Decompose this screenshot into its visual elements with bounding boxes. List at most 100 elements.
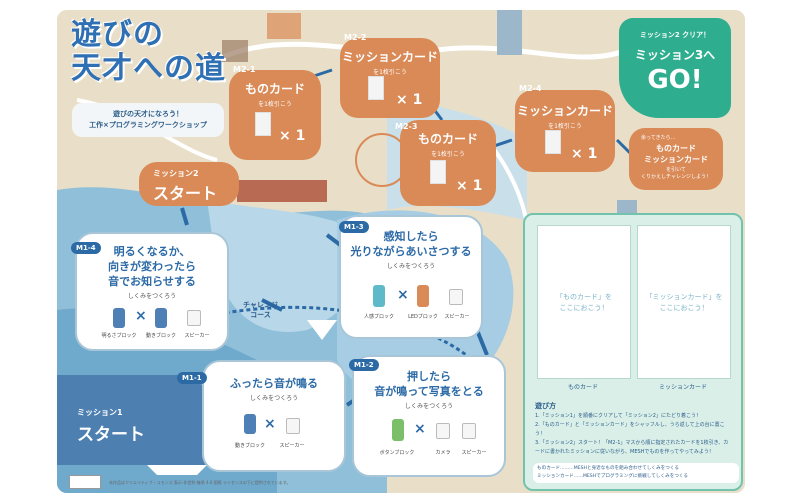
challenge-line-2: コース <box>250 311 271 319</box>
speaker-icon <box>462 423 476 439</box>
challenge-line-1: チャレンジ <box>243 301 278 309</box>
title-line-1: 遊びの <box>71 17 164 52</box>
board-title: 遊びの 天才への道 <box>71 18 226 86</box>
m1-2-block-label: スピーカー <box>461 450 487 456</box>
howto-step: 2.「ものカード」と「ミッションカード」をシャッフルし、うら返して上の台に置こう… <box>535 422 725 437</box>
m1-2-block-label: ボタンブロック <box>379 450 415 456</box>
ship-icon <box>307 320 337 340</box>
m2-1-sub: を1枚引こう <box>258 101 292 108</box>
m2-5-title-1: ものカード <box>656 144 696 153</box>
m2-5-sub-2: くりかえしチャレンジしよう！ <box>641 174 711 180</box>
m2-3-sub: を1枚引こう <box>431 151 465 158</box>
m1-3-title-1: 感知したら <box>383 230 439 243</box>
mission2-start-sub: ミッション2 <box>153 169 199 178</box>
mission-m2-3: ものカード を1枚引こう × 1 <box>400 120 496 206</box>
m1-4-title-1: 明るくなるか、 <box>113 245 191 258</box>
m1-1-tag: M1-1 <box>177 372 207 384</box>
cross-icon: × <box>397 287 409 303</box>
m1-4-tag: M1-4 <box>71 242 101 254</box>
mission-m1-2: 押したら 音が鳴って写真をとる しくみをつくろう × ボタンブロック カメラ ス… <box>352 355 506 477</box>
challenge-course-label: チャレンジ コース <box>243 300 278 320</box>
title-line-2: 天才への道 <box>71 51 226 86</box>
led-block-icon <box>417 285 429 307</box>
m1-2-tag: M1-2 <box>349 359 379 371</box>
card-slot <box>545 130 561 154</box>
mission-m1-4: 明るくなるか、 向きが変わったら 音でお知らせする しくみをつくろう × 明るさ… <box>75 232 229 351</box>
mono-card-label: ものカード <box>567 384 598 391</box>
mono-slot-line-1: 「ものカード」を <box>556 293 612 301</box>
mission3-go-panel: ミッション2 クリア！ ミッション3へ GO! <box>619 18 731 118</box>
mission-card-label: ミッションカード <box>658 384 707 391</box>
speaker-icon <box>187 310 201 326</box>
m1-1-block-label: 動きブロック <box>234 443 265 449</box>
m2-1-count: × 1 <box>279 128 306 144</box>
arrow-icon <box>180 207 189 226</box>
m2-1-title: ものカード <box>244 82 305 96</box>
card-legend: ものカード………MESHと身近なものを組み合わせてしくみをつくる ミッションカー… <box>533 463 739 483</box>
m2-5-pre: 余ってきたら… <box>641 135 676 141</box>
mission-m2-5: 余ってきたら… ものカード ミッションカード を引いて くりかえしチャレンジしよ… <box>629 128 723 190</box>
mission2-start: ミッション2 スタート <box>139 162 239 206</box>
legend-mono: ものカード………MESHと身近なものを組み合わせてしくみをつくる <box>537 466 679 471</box>
mission-slot-line-2: ここにおこう！ <box>659 304 709 312</box>
m2-2-title: ミッションカード <box>341 50 438 64</box>
button-block-icon <box>392 419 404 441</box>
mission3-go: GO! <box>647 65 703 95</box>
m1-4-block-label: スピーカー <box>184 333 210 339</box>
m1-2-title-2: 音が鳴って写真をとる <box>374 385 484 398</box>
mission3-title: ミッション3へ <box>634 48 716 62</box>
howto-step: 3.「ミッション2」スタート！「M2-1」マスから順に指定されたカードを1枚引き… <box>535 440 729 455</box>
m2-3-title: ものカード <box>417 132 478 146</box>
cross-icon: × <box>414 421 426 437</box>
m1-3-title-2: 光りながらあいさつする <box>350 245 472 258</box>
motion-block-icon <box>155 308 167 328</box>
brightness-block-icon <box>113 308 125 328</box>
card-placement-panel: 「ものカード」を ここにおこう！ 「ミッションカード」を ここにおこう！ ものカ… <box>523 213 743 491</box>
legend-mission: ミッションカード……MESHでプログラミングに挑戦してしくみをつくる <box>537 474 689 479</box>
arrow-icon <box>261 298 283 312</box>
speaker-icon <box>286 418 300 434</box>
m1-1-block-label: スピーカー <box>279 443 305 449</box>
mono-card-slot[interactable]: 「ものカード」を ここにおこう！ <box>537 225 631 379</box>
subtitle-box: 遊びの天才になろう！ 工作×プログラミングワークショップ <box>72 103 224 137</box>
mission-card-slot[interactable]: 「ミッションカード」を ここにおこう！ <box>637 225 731 379</box>
mission-m2-2: ミッションカード を1枚引こう × 1 <box>340 38 440 118</box>
m2-3-count: × 1 <box>456 178 483 194</box>
subtitle-line-2: 工作×プログラミングワークショップ <box>89 121 207 129</box>
card-slot <box>255 112 271 136</box>
mission-slot-line-1: 「ミッションカード」を <box>645 293 723 301</box>
m2-2-count: × 1 <box>396 92 423 108</box>
mission-m2-4: ミッションカード を1枚引こう × 1 <box>515 90 615 172</box>
m1-4-title-2: 向きが変わったら <box>108 260 196 273</box>
m1-4-block-label: 明るさブロック <box>101 333 137 339</box>
mono-slot-line-2: ここにおこう！ <box>559 304 609 312</box>
howto-steps: 1.「ミッション1」を順番にクリアして「ミッション2」にたどり着こう！ 2.「も… <box>535 412 731 457</box>
m1-3-block-label: スピーカー <box>444 314 470 320</box>
card-slot <box>430 160 446 184</box>
m1-4-title-3: 音でお知らせする <box>108 275 196 288</box>
m2-2-tag: M2-2 <box>344 33 367 42</box>
human-sensor-block-icon <box>373 285 385 307</box>
m1-3-block-label: LEDブロック <box>408 314 438 320</box>
howto-title: 遊び方 <box>535 402 556 410</box>
subtitle-line-1: 遊びの天才になろう！ <box>113 110 183 118</box>
m2-2-sub: を1枚引こう <box>373 69 407 76</box>
mission-m1-3: 感知したら 光りながらあいさつする しくみをつくろう × 人感ブロック LEDブ… <box>339 215 483 339</box>
motion-block-icon <box>244 414 256 434</box>
m1-3-sub: しくみをつくろう <box>386 263 436 270</box>
m1-4-block-label: 動きブロック <box>145 333 176 339</box>
m1-2-title-1: 押したら <box>407 370 451 383</box>
mission1-start-sub: ミッション1 <box>77 408 123 417</box>
m2-4-title: ミッションカード <box>516 104 613 118</box>
m1-2-sub: しくみをつくろう <box>404 403 454 410</box>
card-slot <box>368 76 384 100</box>
mission-m2-1: ものカード を1枚引こう × 1 <box>229 70 321 160</box>
arrow-icon <box>475 329 489 356</box>
license-footer: 本作品はクリエイティブ・コモンズ 表示-非営利-継承 4.0 国際 ライセンスの… <box>109 480 291 485</box>
mission1-start: ミッション1 スタート <box>57 375 207 465</box>
red-brick-building-icon <box>237 180 327 202</box>
cross-icon: × <box>135 308 147 324</box>
cross-icon: × <box>264 416 276 432</box>
boat-icon <box>147 465 207 475</box>
camera-icon <box>436 423 450 439</box>
